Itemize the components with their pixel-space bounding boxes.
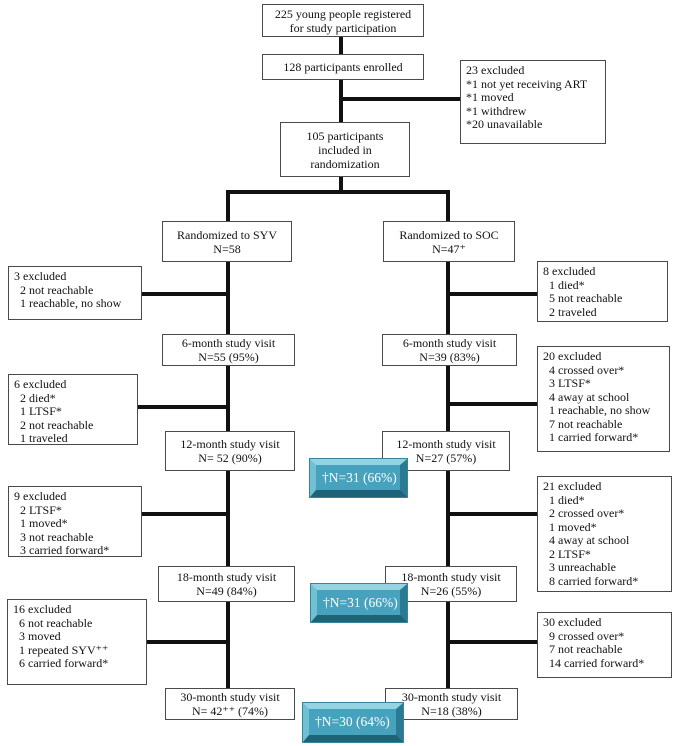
box-soc-excluded-30: 30 excluded 9 crossed over* 7 not reacha… bbox=[537, 612, 672, 678]
box-syv-excluded-6: 3 excluded 2 not reachable 1 reachable, … bbox=[8, 266, 142, 320]
box-soc-excluded-12: 20 excluded 4 crossed over* 3 LTSF* 4 aw… bbox=[537, 346, 670, 452]
box-soc-visit-6: 6-month study visit N=39 (83%) bbox=[382, 334, 517, 366]
connector-right-branch-18 bbox=[446, 512, 538, 516]
box-randomization: 105 participants included in randomizati… bbox=[280, 122, 410, 177]
box-enrolled: 128 participants enrolled bbox=[262, 54, 424, 80]
badge-combined-18: †N=31 (66%) bbox=[310, 583, 408, 623]
connector-right-spine bbox=[446, 262, 450, 690]
box-syv-visit-30: 30-month study visit N= 42⁺⁺ (74%) bbox=[165, 688, 295, 720]
box-randomized-syv: Randomized to SYV N=58 bbox=[162, 221, 292, 262]
connector-center-spine bbox=[339, 36, 343, 192]
box-registered: 225 young people registered for study pa… bbox=[262, 4, 424, 37]
box-soc-excluded-18: 21 excluded 1 died* 2 crossed over* 1 mo… bbox=[537, 476, 672, 592]
badge-combined-30: †N=30 (64%) bbox=[302, 702, 404, 743]
box-syv-excluded-12: 6 excluded 2 died* 1 LTSF* 2 not reachab… bbox=[8, 374, 138, 445]
connector-split-bar bbox=[226, 190, 450, 194]
connector-left-spine bbox=[226, 262, 230, 690]
box-excluded-enrollment: 23 excluded *1 not yet receiving ART *1 … bbox=[460, 60, 606, 144]
connector-right-branch-6 bbox=[446, 292, 538, 296]
connector-split-right-drop bbox=[446, 190, 450, 222]
box-syv-excluded-30: 16 excluded 6 not reachable 3 moved 1 re… bbox=[7, 599, 147, 685]
box-syv-excluded-18: 9 excluded 2 LTSF* 1 moved* 3 not reacha… bbox=[8, 486, 142, 557]
box-soc-excluded-6: 8 excluded 1 died* 5 not reachable 2 tra… bbox=[537, 261, 668, 322]
box-soc-visit-18: 18-month study visit N=26 (55%) bbox=[385, 566, 517, 602]
box-syv-visit-6: 6-month study visit N=55 (95%) bbox=[162, 334, 295, 366]
connector-right-branch-12 bbox=[446, 402, 538, 406]
connector-left-branch-6 bbox=[142, 292, 230, 296]
box-soc-visit-30: 30-month study visit N=18 (38%) bbox=[385, 688, 518, 720]
connector-left-branch-18 bbox=[142, 512, 230, 516]
connector-right-branch-30 bbox=[446, 640, 538, 644]
connector-left-branch-30 bbox=[147, 640, 230, 644]
connector-left-branch-12 bbox=[138, 405, 230, 409]
box-syv-visit-18: 18-month study visit N=49 (84%) bbox=[158, 566, 295, 602]
connector-excluded-enrollment-branch bbox=[341, 97, 462, 101]
box-syv-visit-12: 12-month study visit N= 52 (90%) bbox=[165, 431, 295, 471]
connector-split-left-drop bbox=[226, 190, 230, 222]
badge-combined-12: †N=31 (66%) bbox=[309, 458, 408, 498]
box-randomized-soc: Randomized to SOC N=47⁺ bbox=[383, 221, 515, 262]
